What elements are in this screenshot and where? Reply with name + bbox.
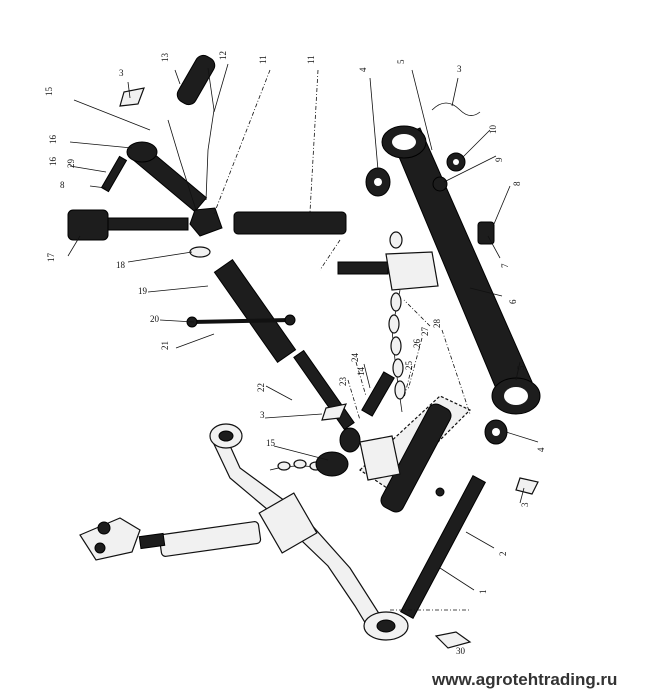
callout-15: 15 xyxy=(266,438,276,448)
callout-12: 12 xyxy=(218,51,228,60)
callout-1: 1 xyxy=(478,590,488,595)
callout-5: 5 xyxy=(396,59,406,64)
callout-26: 26 xyxy=(412,339,422,349)
callout-18: 18 xyxy=(116,260,126,270)
callout-28: 28 xyxy=(432,319,442,329)
callout-8: 8 xyxy=(60,180,65,190)
callout-22: 22 xyxy=(256,383,266,392)
callout-10: 10 xyxy=(488,125,498,135)
callout-15: 15 xyxy=(44,87,54,97)
callout-20: 20 xyxy=(150,314,160,324)
callout-17: 17 xyxy=(46,253,56,263)
callout-13: 13 xyxy=(160,53,170,63)
callout-19: 19 xyxy=(138,286,148,296)
clevis-19 xyxy=(67,209,109,241)
handle-22 xyxy=(191,318,291,324)
callout-3: 3 xyxy=(457,64,462,74)
callout-23: 23 xyxy=(338,377,348,387)
callout-9: 9 xyxy=(494,157,504,162)
rod-1 xyxy=(399,475,487,619)
callout-3: 3 xyxy=(260,410,265,420)
pin-15 xyxy=(176,54,216,106)
watermark: www.agrotehtrading.ru xyxy=(431,670,617,689)
callout-4: 4 xyxy=(358,67,368,72)
callout-29: 29 xyxy=(66,159,76,169)
tube-12 xyxy=(233,211,347,235)
callout-25: 25 xyxy=(404,361,414,371)
stud xyxy=(337,261,389,275)
callout-27: 27 xyxy=(420,327,430,337)
callout-2: 2 xyxy=(498,552,508,557)
lower-link-left xyxy=(209,423,409,641)
callout-5: 5 xyxy=(516,365,526,370)
callout-16: 16 xyxy=(48,157,58,167)
callout-21: 21 xyxy=(160,341,170,350)
tube-30 xyxy=(380,403,452,513)
callout-6: 6 xyxy=(508,299,518,304)
callout-3: 3 xyxy=(119,68,124,78)
threaded-rod xyxy=(107,217,189,231)
callout-11: 11 xyxy=(258,55,268,64)
parts-layer xyxy=(67,54,541,649)
callout-4: 4 xyxy=(536,447,546,452)
callout-11: 11 xyxy=(306,55,316,64)
callout-30: 30 xyxy=(456,646,466,656)
callout-7: 7 xyxy=(500,263,510,268)
tube-21 xyxy=(213,258,297,364)
pin-7 xyxy=(477,221,495,245)
callout-8: 8 xyxy=(512,181,522,186)
right-link-arm xyxy=(381,125,541,415)
callout-3: 3 xyxy=(520,502,530,507)
callout-16: 16 xyxy=(48,135,58,145)
callout-14: 14 xyxy=(356,367,366,377)
leader-lines xyxy=(67,63,539,591)
lifting-rod xyxy=(79,517,262,561)
callout-24: 24 xyxy=(350,353,360,363)
